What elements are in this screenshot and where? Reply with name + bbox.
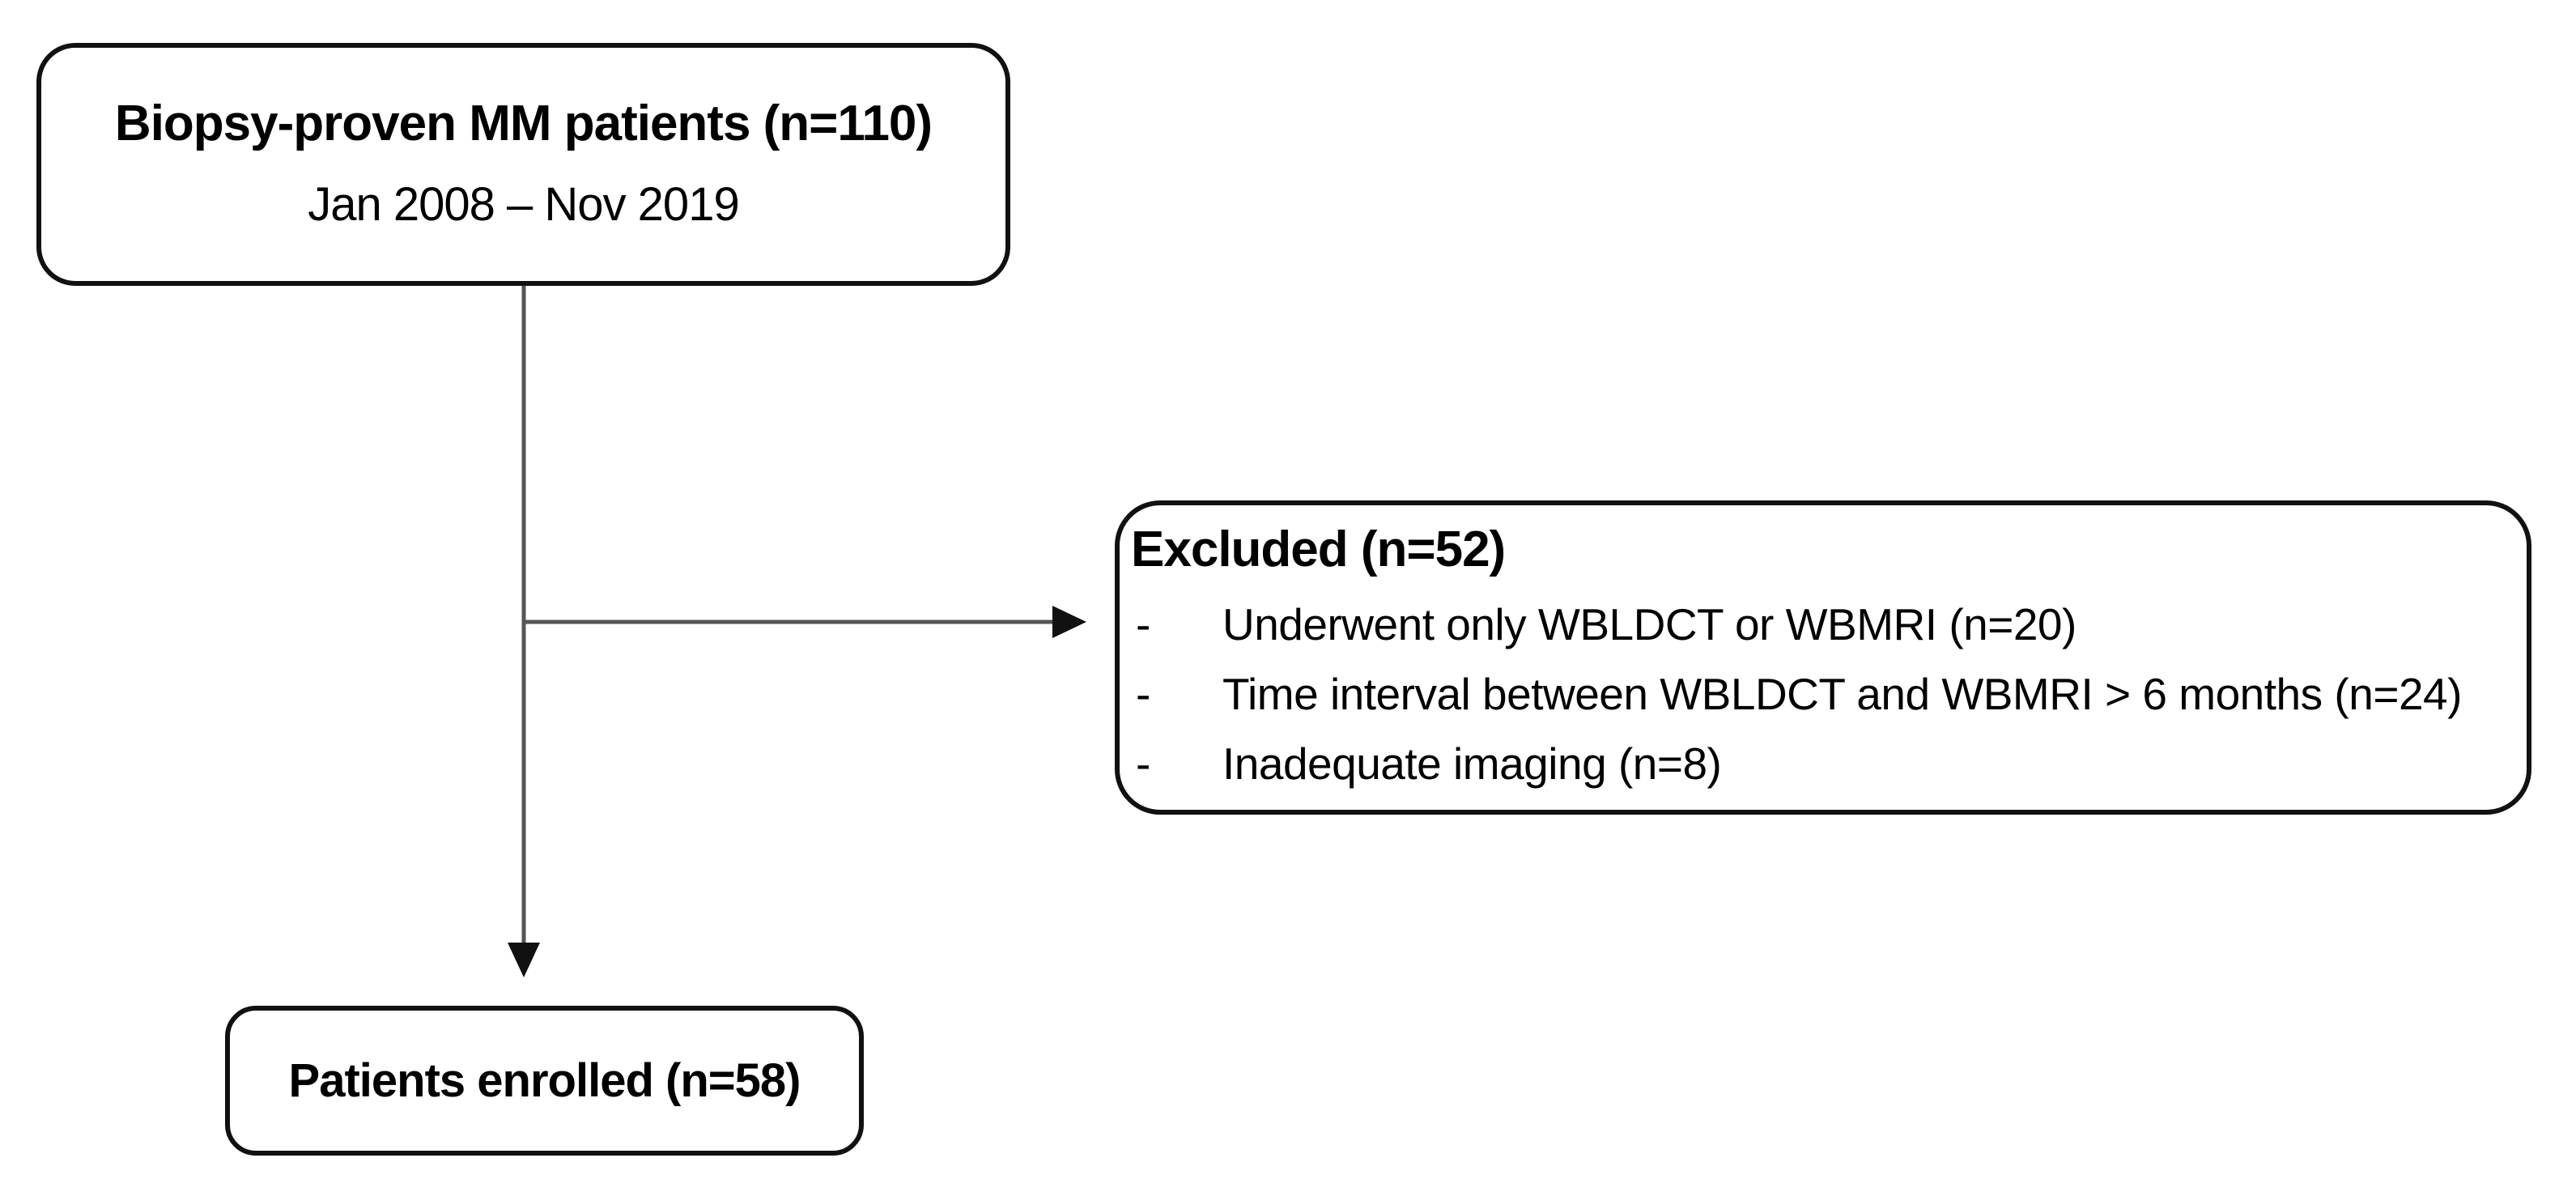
patients-box-date-range: Jan 2008 – Nov 2019 xyxy=(308,178,739,231)
arrowhead-right-icon xyxy=(1052,606,1086,638)
enrolled-box-title: Patients enrolled (n=58) xyxy=(288,1054,801,1107)
excluded-reason-item: - Time interval between WBLDCT and WBMRI… xyxy=(1131,659,2510,729)
bullet-dash-icon: - xyxy=(1136,599,1150,649)
arrowhead-down-icon xyxy=(508,943,540,977)
node-patients-box: Biopsy-proven MM patients (n=110) Jan 20… xyxy=(36,43,1010,286)
bullet-dash-icon: - xyxy=(1136,669,1150,719)
node-excluded-box: Excluded (n=52) - Underwent only WBLDCT … xyxy=(1115,500,2531,815)
bullet-dash-icon: - xyxy=(1136,739,1150,789)
excluded-reason-text: Inadequate imaging (n=8) xyxy=(1222,739,1722,789)
patients-box-title: Biopsy-proven MM patients (n=110) xyxy=(114,96,933,151)
excluded-reason-text: Time interval between WBLDCT and WBMRI >… xyxy=(1222,669,2462,719)
excluded-reasons-list: - Underwent only WBLDCT or WBMRI (n=20) … xyxy=(1131,590,2510,798)
excluded-reason-item: - Underwent only WBLDCT or WBMRI (n=20) xyxy=(1131,590,2510,659)
node-enrolled-box: Patients enrolled (n=58) xyxy=(225,1006,864,1156)
excluded-box-title: Excluded (n=52) xyxy=(1131,522,1506,577)
excluded-reason-text: Underwent only WBLDCT or WBMRI (n=20) xyxy=(1222,599,2077,649)
excluded-reason-item: - Inadequate imaging (n=8) xyxy=(1131,729,2510,798)
